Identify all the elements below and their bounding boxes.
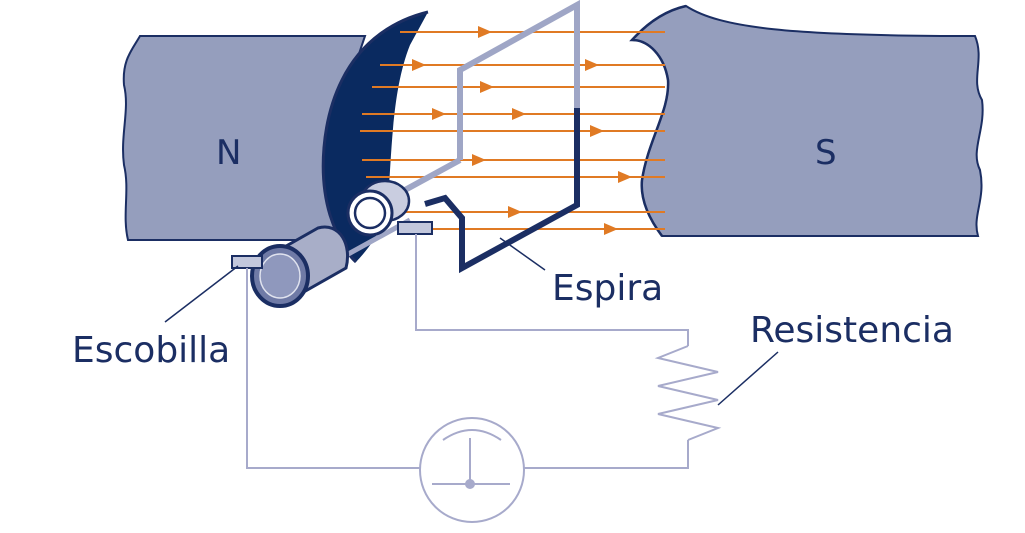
brush-right xyxy=(397,221,433,235)
circuit-wire xyxy=(246,234,689,469)
slip-ring-small xyxy=(346,179,411,237)
north-pole-face xyxy=(323,12,428,262)
field-arrow-11 xyxy=(604,223,618,235)
meter-dial xyxy=(419,417,525,523)
galvanometer-icon xyxy=(419,417,525,523)
north-pole-label: N xyxy=(216,133,241,173)
field-arrow-6 xyxy=(512,108,526,120)
field-arrow-9 xyxy=(618,171,632,183)
loop-front-segment xyxy=(424,108,580,274)
slip-ring-large-inner xyxy=(259,253,301,299)
field-arrow-7 xyxy=(590,125,604,137)
leader-escobilla xyxy=(164,265,239,323)
brush-label: Escobilla xyxy=(72,330,230,371)
zigzag-resistor-icon xyxy=(654,345,722,441)
meter-scale xyxy=(442,429,502,441)
field-arrow-10 xyxy=(508,206,522,218)
meter-pivot xyxy=(465,479,475,489)
south-pole-rim xyxy=(629,4,687,237)
field-arrow-3 xyxy=(585,59,599,71)
slip-ring-large xyxy=(250,225,349,308)
field-arrow-1 xyxy=(478,26,492,38)
field-arrow-8 xyxy=(472,154,486,166)
slip-ring-small-hole xyxy=(353,196,387,230)
brush-left xyxy=(231,255,263,269)
loop-back-segment xyxy=(403,0,580,193)
field-arrow-4 xyxy=(480,81,494,93)
field-arrow-5 xyxy=(432,108,446,120)
leader-resistencia xyxy=(717,351,779,406)
leader-espira xyxy=(499,237,546,271)
south-magnet xyxy=(629,4,984,237)
loop-label: Espira xyxy=(552,268,663,309)
field-arrow-2 xyxy=(412,59,426,71)
magnetic-field-lines xyxy=(360,26,665,235)
south-pole-label: S xyxy=(815,133,837,173)
resistor-label: Resistencia xyxy=(750,310,954,351)
